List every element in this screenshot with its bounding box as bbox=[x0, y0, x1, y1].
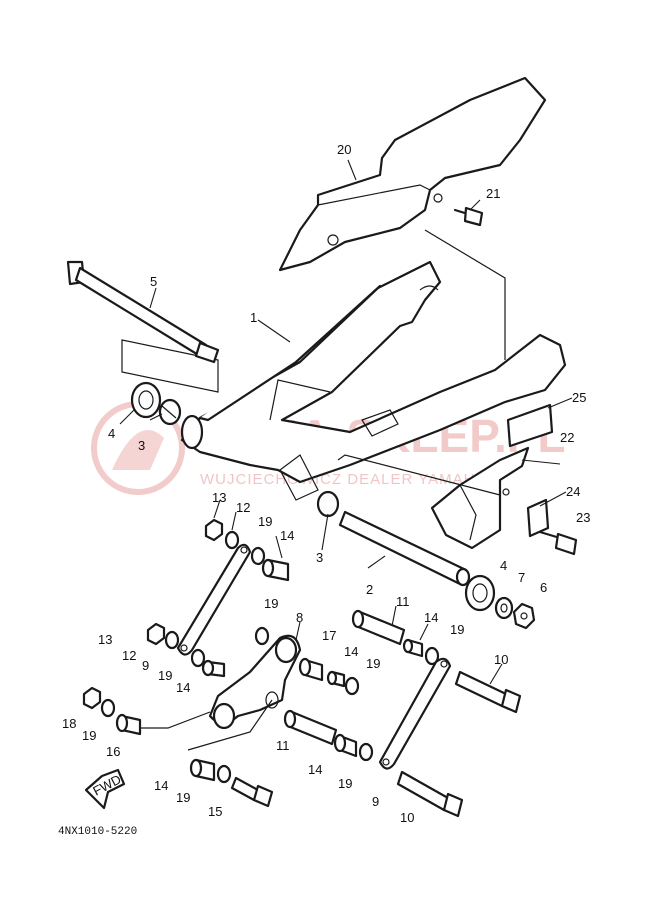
callout-19-f: 19 bbox=[338, 776, 352, 791]
callout-22: 22 bbox=[560, 430, 574, 445]
collar-19-d-part bbox=[344, 676, 360, 696]
watermark-tagline: WUJCIECHOWICZ DEALER YAMAHA bbox=[200, 471, 486, 488]
swingarm-part bbox=[180, 260, 567, 501]
connecting-rod-9-right-part bbox=[378, 657, 452, 770]
callout-15: 15 bbox=[208, 804, 222, 819]
callout-5: 5 bbox=[150, 274, 157, 289]
nut-6-part bbox=[512, 602, 536, 630]
bolt-23-part bbox=[538, 530, 578, 556]
collar-19-b-part bbox=[190, 648, 206, 668]
callout-10-lower: 10 bbox=[400, 810, 414, 825]
nut-13-lower-part bbox=[146, 622, 166, 646]
callout-11-lower: 11 bbox=[276, 738, 290, 753]
bush-14-b-part bbox=[201, 659, 226, 678]
callout-14-c: 14 bbox=[344, 644, 358, 659]
callout-19-g: 19 bbox=[82, 728, 96, 743]
bush-14-d-part bbox=[402, 623, 429, 658]
callout-9-left: 9 bbox=[142, 658, 149, 673]
callout-10-upper: 10 bbox=[494, 652, 508, 667]
bearing-3-right-part bbox=[316, 490, 340, 551]
relay-arm-8-part bbox=[208, 621, 302, 730]
callout-14-b: 14 bbox=[176, 680, 190, 695]
callout-4-right: 4 bbox=[500, 558, 507, 573]
callout-19-h: 19 bbox=[176, 790, 190, 805]
callout-14-d: 14 bbox=[424, 610, 438, 625]
axle-2-part bbox=[338, 510, 471, 587]
collar-19-e-part bbox=[424, 646, 440, 666]
collar-19-h-part bbox=[216, 764, 232, 784]
chain-guard-part bbox=[278, 76, 547, 272]
collar-19-f-part bbox=[358, 742, 374, 762]
callout-3-right: 3 bbox=[316, 550, 323, 565]
washer-7-part bbox=[494, 596, 514, 620]
collar-11-lower-part bbox=[283, 709, 338, 746]
callout-12-upper: 12 bbox=[236, 500, 250, 515]
bush-14-a-part bbox=[261, 558, 290, 582]
collar-19-g-part bbox=[100, 698, 116, 718]
bush-14-f-part bbox=[189, 758, 216, 782]
callout-19-b: 19 bbox=[158, 668, 172, 683]
callout-1: 1 bbox=[250, 310, 257, 325]
pivot-shaft-part bbox=[66, 260, 220, 364]
callout-12-lower: 12 bbox=[122, 648, 136, 663]
callout-14-f: 14 bbox=[154, 778, 168, 793]
collar-19-a-part bbox=[250, 546, 266, 566]
callout-2: 2 bbox=[366, 582, 373, 597]
callout-4-left: 4 bbox=[108, 426, 115, 441]
callout-9-right: 9 bbox=[372, 794, 379, 809]
callout-20: 20 bbox=[337, 142, 351, 157]
callout-19-c: 19 bbox=[264, 596, 278, 611]
oil-seal-4-right-part bbox=[464, 574, 496, 612]
callout-19-e: 19 bbox=[450, 622, 464, 637]
nut-18-part bbox=[82, 686, 102, 710]
chain-slider-part bbox=[430, 446, 561, 550]
callout-24: 24 bbox=[566, 484, 580, 499]
callout-19-a: 19 bbox=[258, 514, 272, 529]
washer-12-upper-part bbox=[224, 530, 240, 550]
collar-11-upper-part bbox=[351, 605, 406, 646]
callout-25: 25 bbox=[572, 390, 586, 405]
bolt-15-part bbox=[230, 776, 274, 808]
callout-3-left: 3 bbox=[138, 438, 145, 453]
bolt-21-part bbox=[453, 199, 484, 227]
bush-14-e-part bbox=[333, 733, 358, 758]
callout-21: 21 bbox=[486, 186, 500, 201]
plate-24-part bbox=[526, 491, 567, 538]
callout-14-e: 14 bbox=[308, 762, 322, 777]
collar-16-part bbox=[115, 713, 142, 736]
callout-13-upper: 13 bbox=[212, 490, 226, 505]
forward-arrow-icon: FWD bbox=[84, 768, 126, 810]
callout-19-d: 19 bbox=[366, 656, 380, 671]
collar-17-part bbox=[298, 657, 324, 682]
callout-11-upper: 11 bbox=[396, 594, 410, 609]
bush-14-c-part bbox=[326, 670, 346, 688]
label-plate-part bbox=[506, 397, 573, 448]
callout-18: 18 bbox=[62, 716, 76, 731]
callout-labels: 20 21 5 1 25 4 3 22 24 23 13 12 19 14 3 … bbox=[58, 142, 590, 838]
bolt-10-upper-part bbox=[454, 663, 522, 714]
callout-13-lower: 13 bbox=[98, 632, 112, 647]
callout-17: 17 bbox=[322, 628, 336, 643]
callout-6: 6 bbox=[540, 580, 547, 595]
callout-7: 7 bbox=[518, 570, 525, 585]
callout-14-a: 14 bbox=[280, 528, 294, 543]
callout-8: 8 bbox=[296, 610, 303, 625]
collar-19-c-part bbox=[254, 626, 270, 646]
nut-13-upper-part bbox=[204, 518, 224, 542]
connecting-rod-9-left-part bbox=[176, 543, 252, 656]
oil-seal-4-left-part bbox=[119, 381, 162, 425]
bolt-10-lower-part bbox=[396, 770, 464, 818]
bearing-3-left-part bbox=[149, 398, 182, 426]
callout-16: 16 bbox=[106, 744, 120, 759]
washer-12-lower-part bbox=[164, 630, 180, 650]
diagram-code: 4NX1010-5220 bbox=[58, 826, 137, 838]
callout-23: 23 bbox=[576, 510, 590, 525]
